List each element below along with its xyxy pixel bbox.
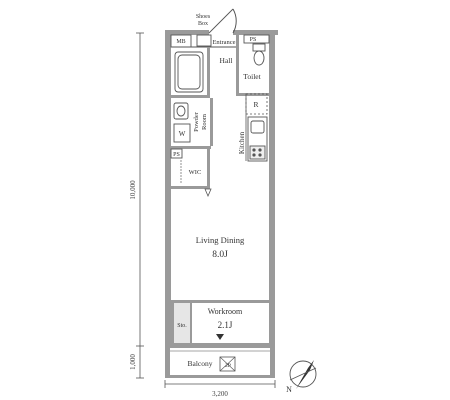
balcony-hatch <box>219 356 236 372</box>
label-powder-room: Powder <box>193 111 200 132</box>
label-living-dining-size: 8.0J <box>212 250 228 260</box>
dimension-depth-main: 10,000 <box>129 180 137 200</box>
label-balcony-size: 2P <box>225 363 231 369</box>
label-storage: Sto. <box>177 323 187 329</box>
entrance-door <box>208 8 237 34</box>
compass-north-label: N <box>286 385 292 394</box>
toilet-fixture <box>252 43 266 66</box>
label-refrigerator: R <box>253 100 258 109</box>
dimension-depth-balcony: 1,000 <box>129 354 137 370</box>
interior-walls <box>170 34 270 344</box>
label-mb: MB <box>176 39 185 45</box>
washing-machine <box>173 123 191 143</box>
dimension-width: 3,200 <box>212 390 228 398</box>
exterior-walls <box>165 30 278 348</box>
bathtub <box>174 51 204 93</box>
label-shoes-box-2: Box <box>198 21 208 27</box>
storage-area <box>174 303 190 343</box>
label-workroom: Workroom <box>208 307 243 316</box>
label-balcony: Balcony <box>188 359 213 368</box>
wic-door-arrow <box>204 188 212 198</box>
label-hall: Hall <box>220 56 233 65</box>
label-wic: WIC <box>189 169 202 176</box>
washbasin <box>173 102 189 120</box>
balcony-outline <box>165 348 275 378</box>
label-washer: W <box>179 130 186 138</box>
label-shoes-box: Shoes <box>196 14 211 20</box>
label-powder-room-2: Room <box>201 114 208 130</box>
label-toilet: Toilet <box>243 72 261 81</box>
label-living-dining: Living Dining <box>196 235 245 245</box>
workroom-door-arrow <box>216 334 224 340</box>
label-workroom-size: 2.1J <box>218 320 233 330</box>
compass-icon <box>289 360 317 389</box>
label-kitchen: Kitchen <box>238 131 246 154</box>
refrigerator-space <box>245 93 268 115</box>
dimension-lines <box>136 32 276 388</box>
label-entrance: Entrance <box>212 39 235 46</box>
kitchen-counter <box>247 116 268 162</box>
label-ps-top: PS <box>250 37 257 43</box>
label-ps-mid: PS <box>173 152 180 158</box>
